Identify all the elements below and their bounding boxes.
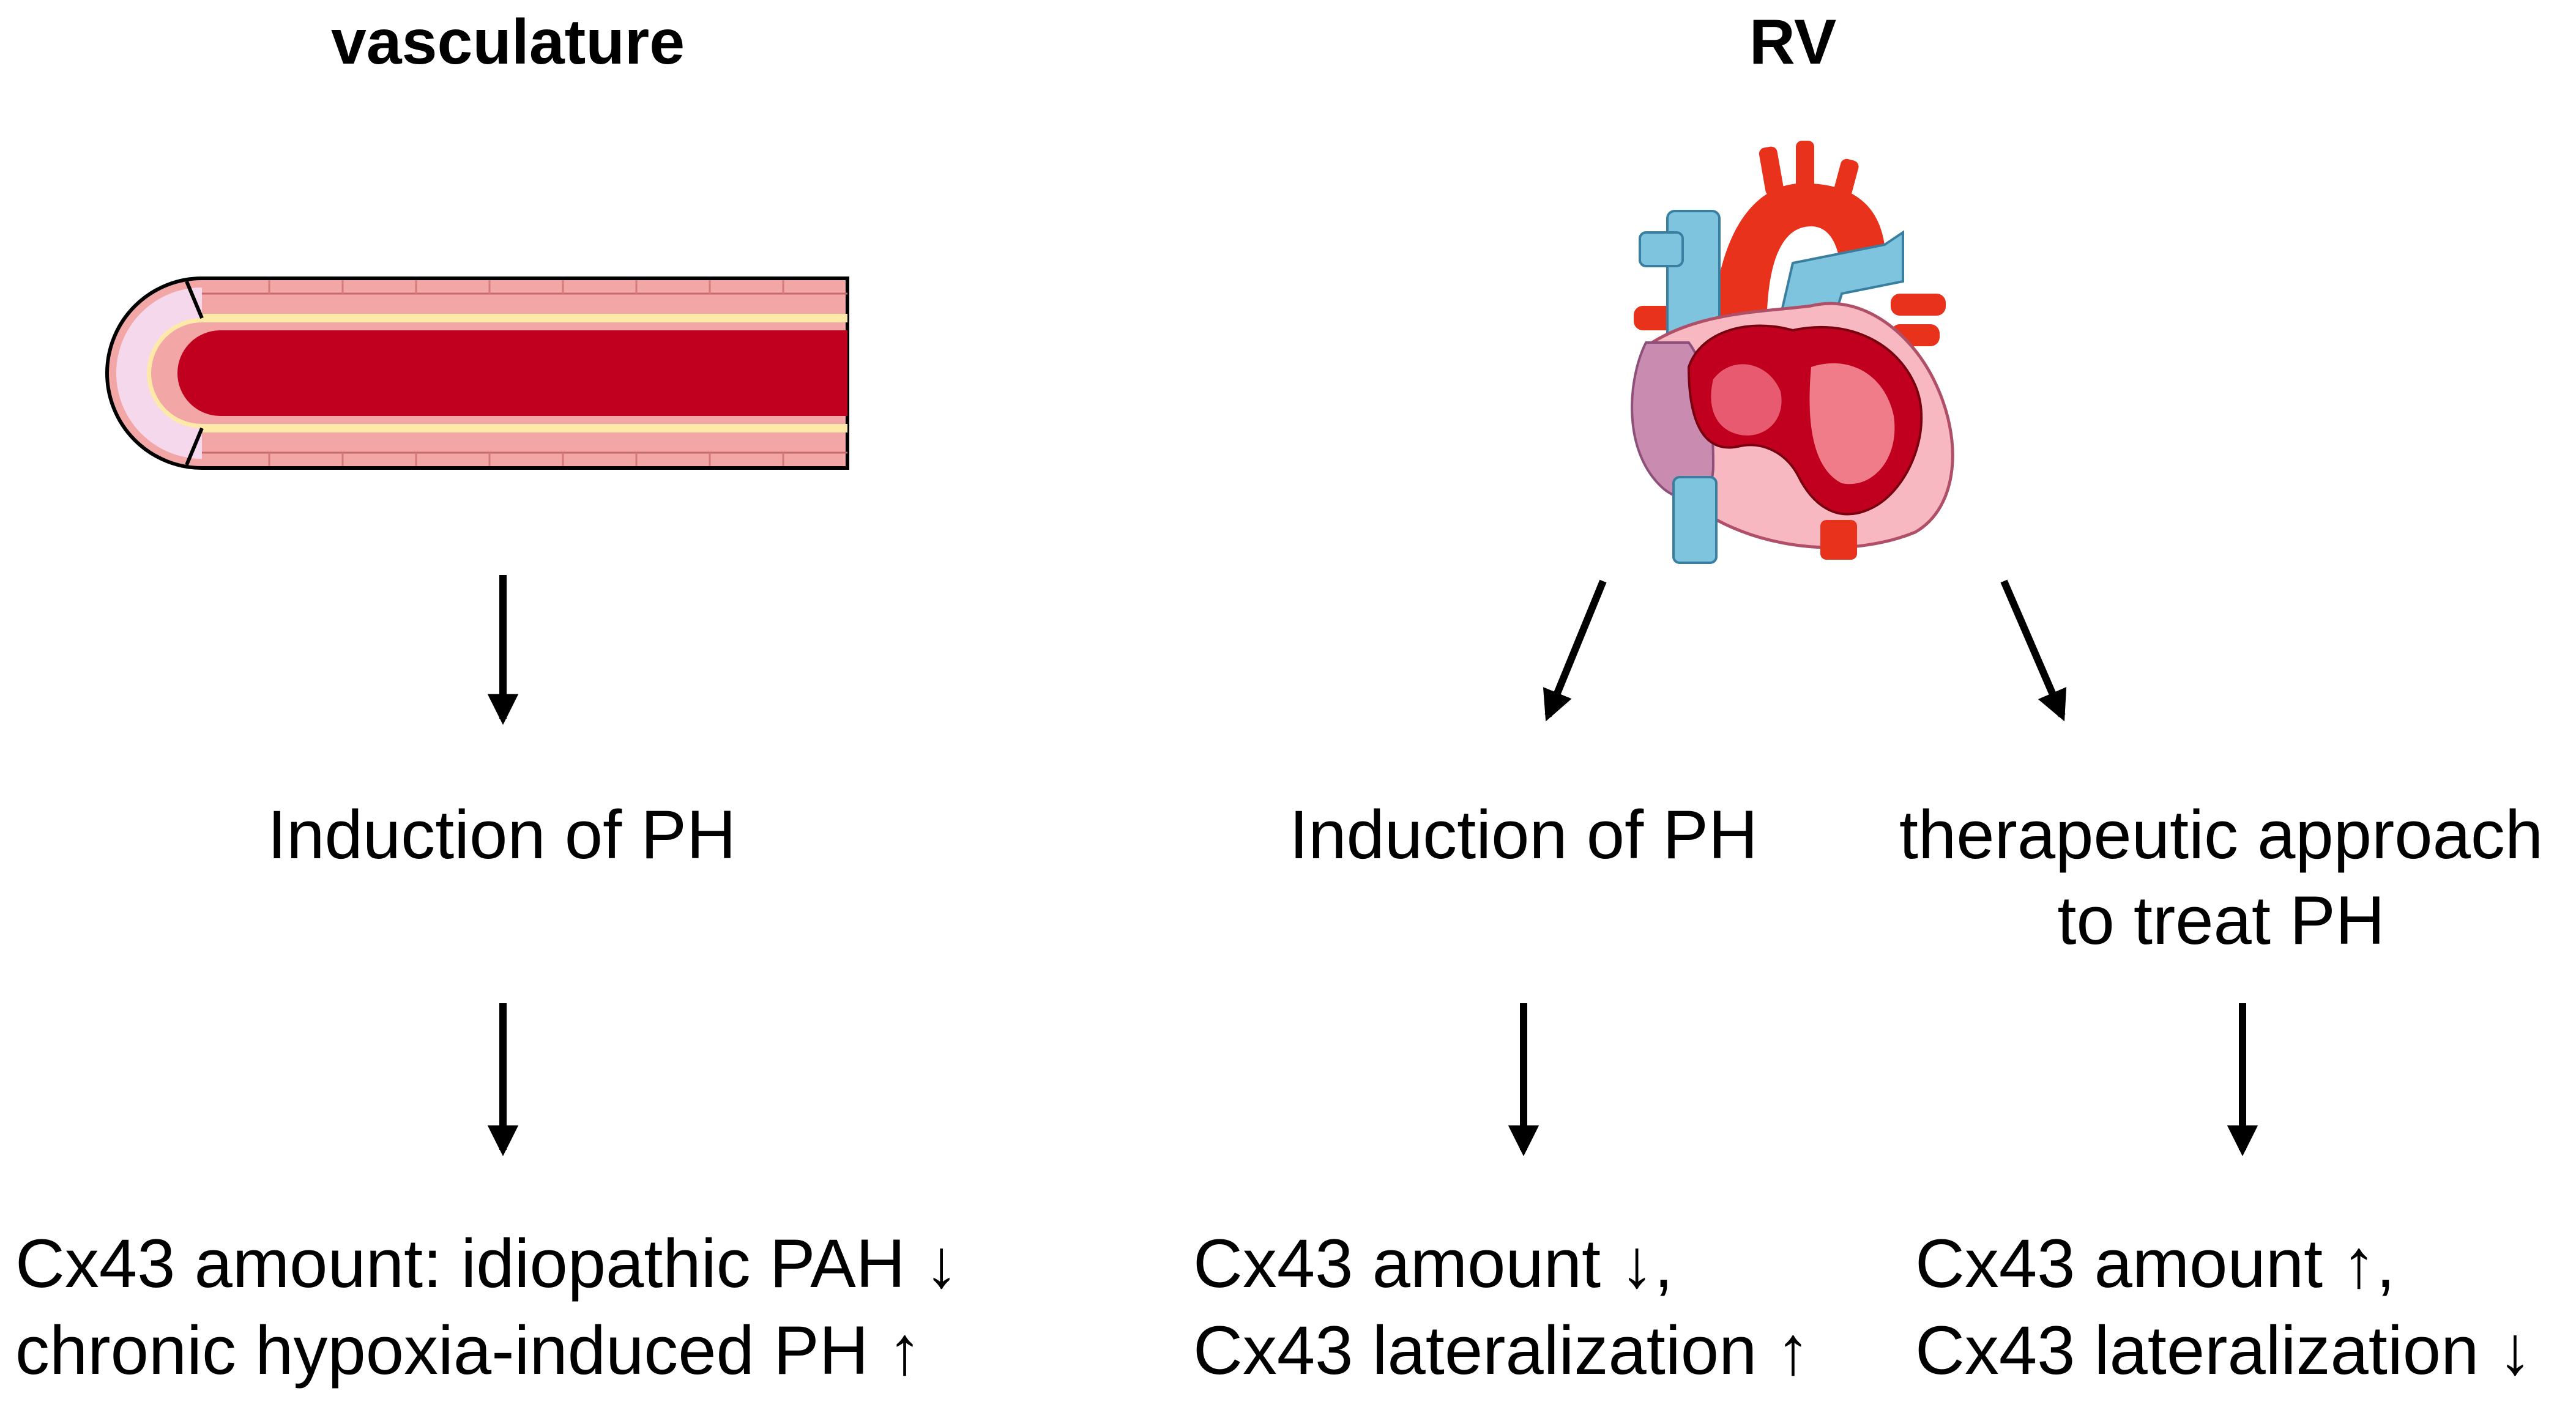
vessel-illustration bbox=[105, 276, 849, 470]
rv-induction-step: Induction of PH bbox=[1289, 796, 1758, 873]
vasculature-heading: vasculature bbox=[330, 7, 685, 78]
rv-therapy-step-line1: therapeutic approach bbox=[1899, 796, 2544, 873]
heart-illustration bbox=[1631, 141, 1954, 564]
rv-induction-result-line2: Cx43 lateralization ↑ bbox=[1193, 1312, 1811, 1389]
rv-therapy-result-line1: Cx43 amount ↑, bbox=[1915, 1225, 2395, 1302]
flow-arrows bbox=[487, 575, 2258, 1157]
vasculature-step: Induction of PH bbox=[267, 796, 736, 873]
rv-therapy-result-line2: Cx43 lateralization ↓ bbox=[1915, 1312, 2533, 1389]
vasculature-result-line1: Cx43 amount: idiopathic PAH ↓ bbox=[15, 1225, 959, 1302]
vasculature-result-line2: chronic hypoxia-induced PH ↑ bbox=[15, 1312, 922, 1389]
rv-therapy-step-line2: to treat PH bbox=[2057, 882, 2385, 959]
rv-heading: RV bbox=[1749, 7, 1837, 78]
rv-induction-result-line1: Cx43 amount ↓, bbox=[1193, 1225, 1673, 1302]
